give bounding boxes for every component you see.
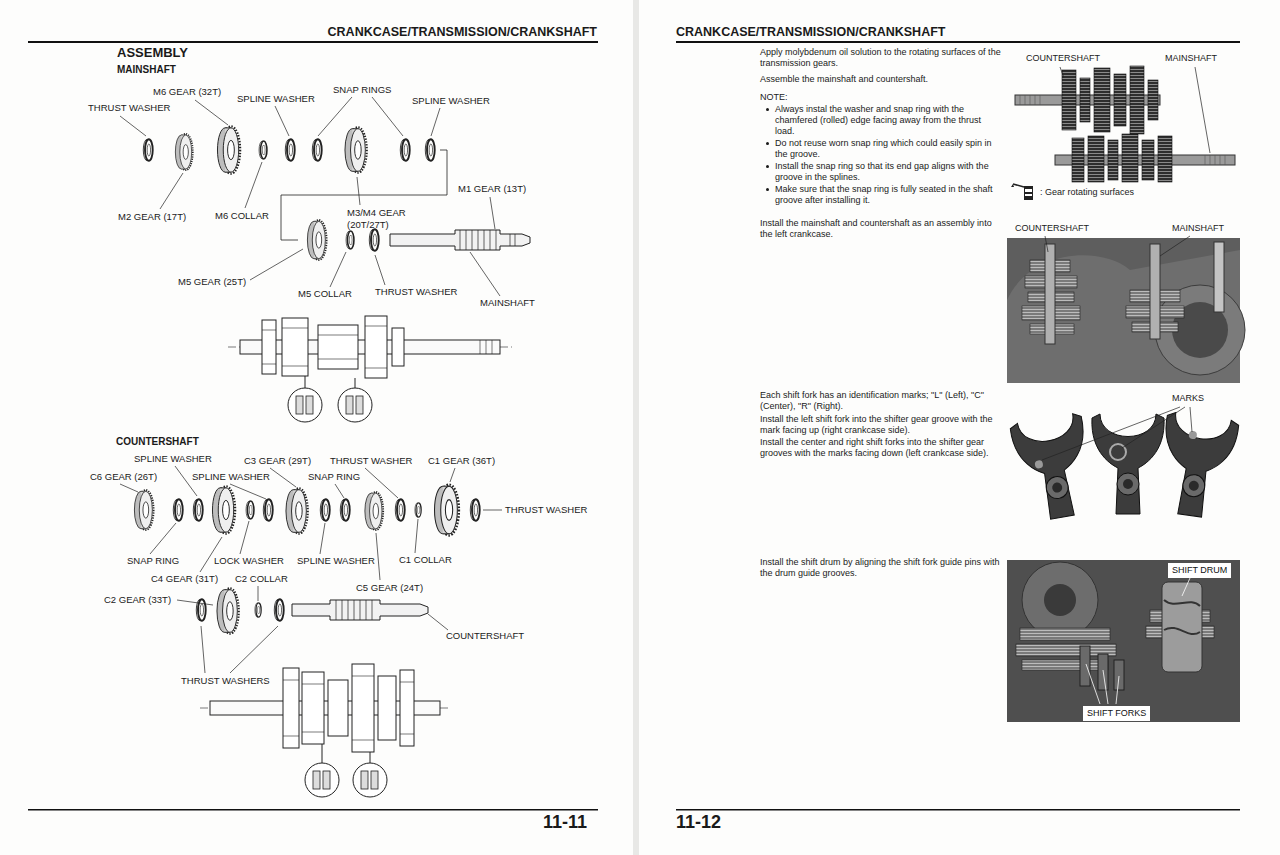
oil-icon [1011, 184, 1033, 200]
instruction-text: Each shift fork has an identification ma… [760, 390, 1002, 412]
part-label: SNAP RINGS [333, 84, 391, 96]
part-label: M1 GEAR (13T) [458, 183, 526, 195]
part-label: C4 GEAR (31T) [151, 573, 218, 585]
part-label: C3 GEAR (29T) [244, 455, 311, 467]
legend-text: : Gear rotating surfaces [1040, 187, 1134, 197]
instruction-text: Install the left shift fork into the shi… [760, 414, 1002, 436]
part-label: C1 COLLAR [399, 554, 452, 566]
part-label: C1 GEAR (36T) [428, 455, 495, 467]
part-label: M5 COLLAR [298, 288, 352, 300]
section-heading: ASSEMBLY [117, 45, 188, 61]
photo-callout-box: SHIFT FORKS [1083, 706, 1150, 721]
instruction-text: Install the mainshaft and countershaft a… [760, 218, 1002, 240]
part-label: THRUST WASHERS [181, 675, 270, 687]
instruction-text: Assemble the mainshaft and countershaft. [760, 74, 1002, 85]
part-label: M6 COLLAR [215, 210, 269, 222]
part-label: C6 GEAR (26T) [90, 471, 157, 483]
instruction-text: Install the shift drum by aligning the s… [760, 557, 1002, 579]
part-label: M6 GEAR (32T) [153, 86, 221, 98]
part-label: COUNTERSHAFT [446, 630, 524, 642]
part-label: SPLINE WASHER [192, 471, 270, 483]
part-label: THRUST WASHER [88, 102, 170, 114]
callout-text: SHIFT DRUM [1172, 565, 1227, 576]
photo-callout-box: SHIFT DRUM [1168, 563, 1231, 578]
part-label: SNAP RING [127, 555, 179, 567]
bullet-dot [766, 142, 769, 145]
note-text: Do not reuse worn snap ring which could … [775, 138, 1002, 160]
part-label: M3/M4 GEAR (20T/27T) [347, 207, 413, 230]
bullet-dot [766, 188, 769, 191]
sub-heading: COUNTERSHAFT [116, 436, 199, 448]
photo-label: MAINSHAFT [1172, 223, 1224, 234]
page-number: 11-11 [543, 812, 587, 834]
part-label: M5 GEAR (25T) [178, 276, 246, 288]
bullet-dot [766, 165, 769, 168]
instruction-text: Install the center and right shift forks… [760, 437, 1002, 459]
note-text: Make sure that the snap ring is fully se… [775, 184, 1002, 206]
page-number: 11-12 [676, 812, 721, 834]
part-label: SPLINE WASHER [297, 555, 375, 567]
page-header: CRANKCASE/TRANSMISSION/CRANKSHAFT [676, 25, 945, 40]
part-label: THRUST WASHER [505, 504, 587, 516]
note-heading: NOTE: [760, 92, 1002, 103]
sub-heading: MAINSHAFT [117, 64, 176, 76]
part-label: SPLINE WASHER [237, 93, 315, 105]
photo-label: COUNTERSHAFT [1026, 53, 1100, 64]
page-header: CRANKCASE/TRANSMISSION/CRANKSHAFT [328, 25, 597, 40]
part-label: C2 GEAR (33T) [104, 594, 171, 606]
photo-label: MAINSHAFT [1165, 53, 1217, 64]
photo-label: MARKS [1172, 393, 1204, 404]
part-label: C5 GEAR (24T) [356, 582, 423, 594]
callout-text: SHIFT FORKS [1087, 708, 1146, 719]
part-label: SNAP RING [308, 471, 360, 483]
part-label: SPLINE WASHER [134, 453, 212, 465]
bullet-dot [766, 108, 769, 111]
instruction-text: Apply molybdenum oil solution to the rot… [760, 47, 1002, 69]
photo-label: COUNTERSHAFT [1015, 223, 1089, 234]
legend-item: : Gear rotating surfaces [1040, 187, 1134, 198]
part-label: M2 GEAR (17T) [118, 211, 186, 223]
part-label: SPLINE WASHER [412, 95, 490, 107]
part-label: C2 COLLAR [235, 573, 288, 585]
note-text: Install the snap ring so that its end ga… [775, 161, 1002, 183]
part-label: LOCK WASHER [214, 555, 284, 567]
part-label: THRUST WASHER [375, 286, 457, 298]
part-label: THRUST WASHER [330, 455, 412, 467]
part-label: MAINSHAFT [480, 297, 535, 309]
note-text: Always instal the washer and snap ring w… [775, 104, 1002, 137]
